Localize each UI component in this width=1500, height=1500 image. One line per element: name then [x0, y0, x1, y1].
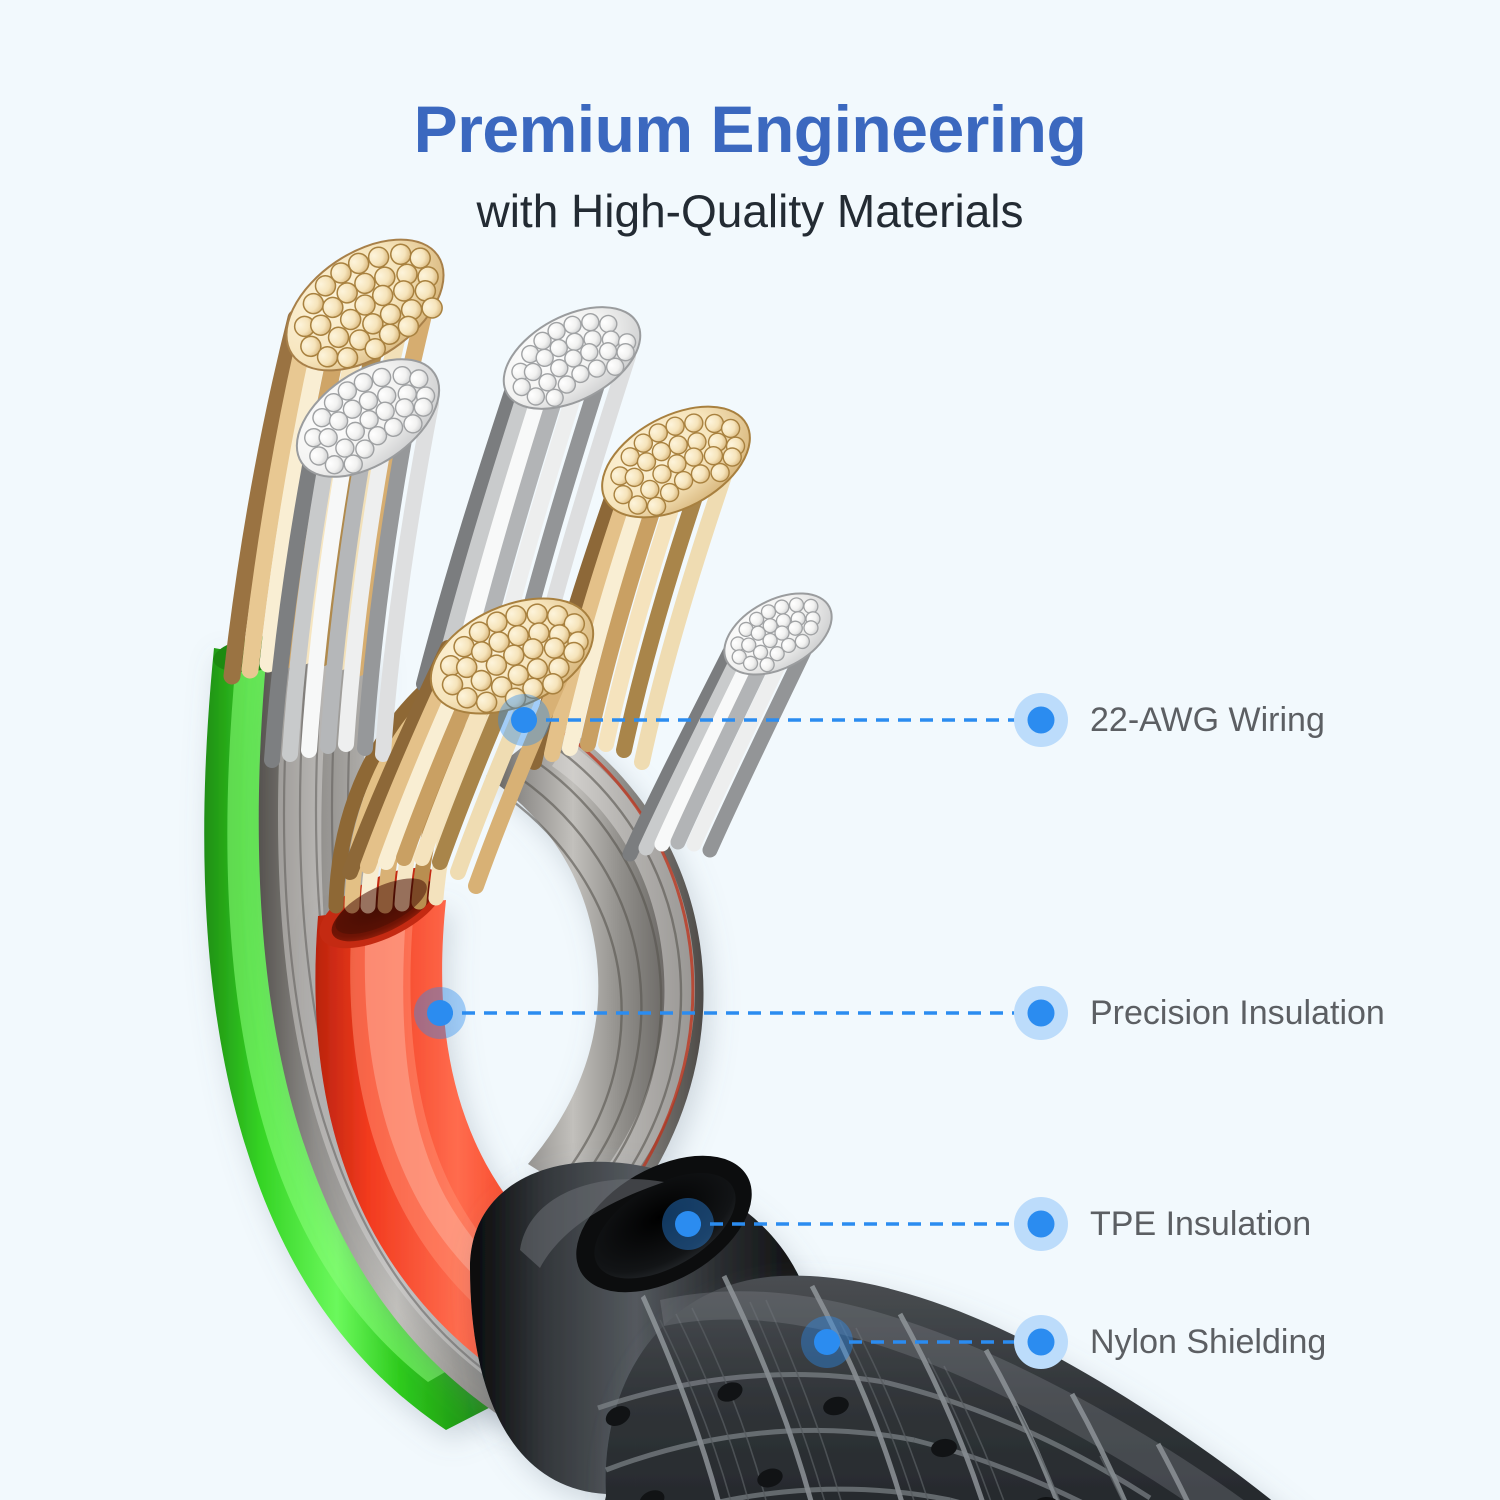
callout-label-tpe-insulation: TPE Insulation	[1090, 1205, 1312, 1243]
heading-block: Premium Engineering with High-Quality Ma…	[0, 96, 1500, 234]
nylon-braided-shielding	[597, 1274, 1360, 1500]
callout-label-precision-insulation: Precision Insulation	[1090, 994, 1385, 1032]
tinned-bundle-left	[264, 358, 441, 768]
tinned-bundle-far-right	[622, 592, 833, 862]
copper-bundle-lower-center	[342, 597, 595, 894]
callout-label-22-awg-wiring: 22-AWG Wiring	[1090, 701, 1325, 739]
page-subtitle: with High-Quality Materials	[476, 185, 1024, 237]
callout-label-nylon-shielding: Nylon Shielding	[1090, 1323, 1327, 1361]
copper-bundle-right	[526, 405, 751, 770]
page-title: Premium Engineering	[413, 92, 1087, 166]
